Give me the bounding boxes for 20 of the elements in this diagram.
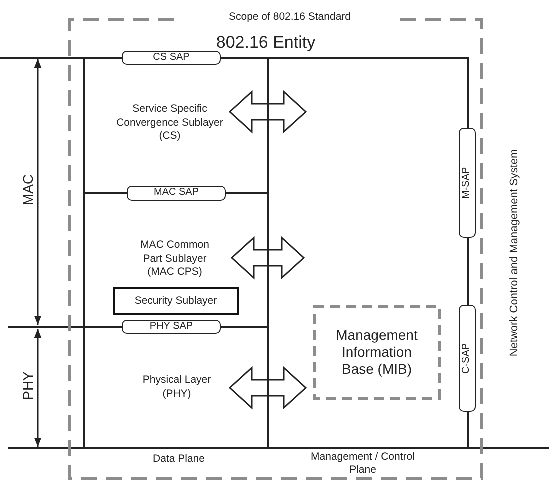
sublayer-label: MAC Common Part Sublayer (MAC CPS) bbox=[135, 239, 215, 280]
sublayer-label: Physical Layer (PHY) bbox=[135, 374, 219, 401]
sap-box: C-SAP bbox=[459, 305, 476, 412]
double-arrow bbox=[230, 236, 306, 280]
plane-label: Data Plane bbox=[153, 453, 205, 466]
sap-box: MAC SAP bbox=[127, 186, 226, 201]
sap-box: M-SAP bbox=[459, 128, 476, 238]
scope-title: Scope of 802.16 Standard bbox=[229, 11, 351, 24]
sublayer-box: Security Sublayer bbox=[113, 287, 239, 315]
sublayer-label: Service Specific Convergence Sublayer (CS) bbox=[112, 103, 228, 144]
sap-box: CS SAP bbox=[122, 51, 221, 65]
plane-label: Management / Control Plane bbox=[310, 451, 416, 476]
mib-box: Management Information Base (MIB) bbox=[313, 305, 441, 400]
double-arrow bbox=[228, 90, 308, 134]
layer-label: MAC bbox=[20, 174, 36, 206]
system-label: Network Control and Management System bbox=[508, 149, 522, 357]
entity-title: 802.16 Entity bbox=[216, 33, 316, 54]
sap-box: PHY SAP bbox=[122, 320, 221, 334]
layer-label: PHY bbox=[20, 372, 36, 400]
double-arrow bbox=[228, 366, 308, 410]
